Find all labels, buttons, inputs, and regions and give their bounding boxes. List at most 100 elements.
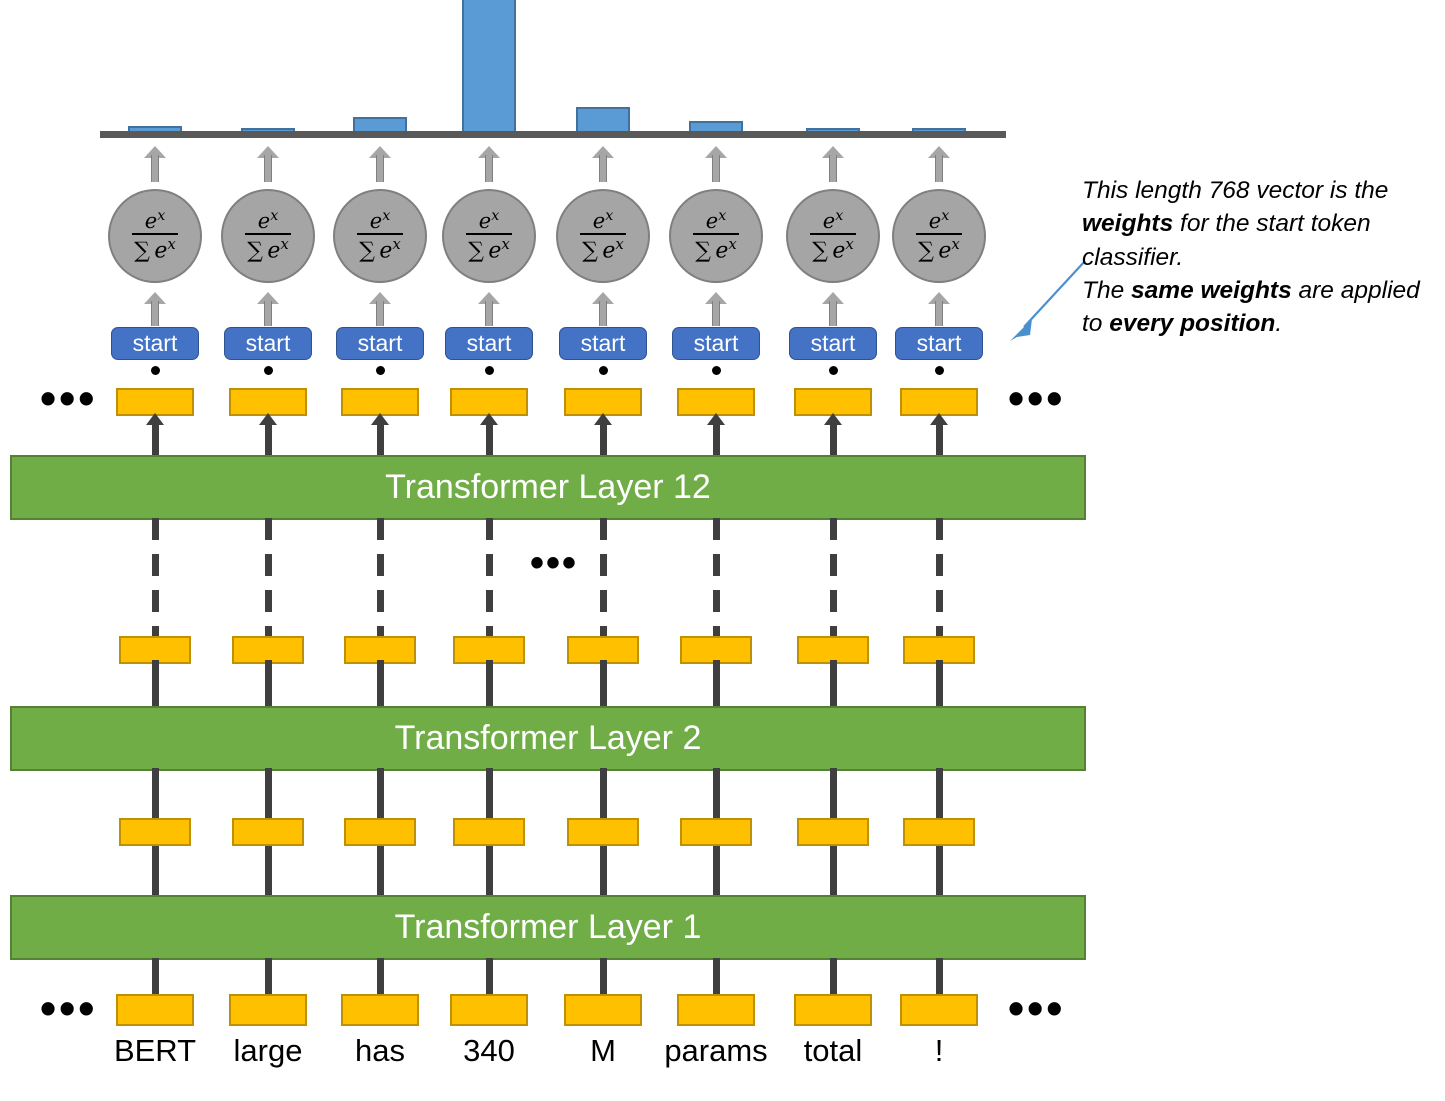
input-embedding-box-4	[450, 994, 528, 1026]
softmax-formula-1: ex∑ ex	[132, 209, 178, 262]
transformer-layer-2[interactable]: Transformer Layer 2	[10, 706, 1086, 771]
transformer-layer-2-label: Transformer Layer 2	[394, 719, 702, 757]
softmax-to-bar-arrow-5	[592, 146, 614, 182]
softmax-formula-2: ex∑ ex	[245, 209, 291, 262]
layer12-output-box-5	[564, 388, 642, 416]
softmax-to-bar-arrow-8	[928, 146, 950, 182]
softmax-to-bar-arrow-3	[369, 146, 391, 182]
softmax-to-bar-arrow-4	[478, 146, 500, 182]
layer12-output-box-8	[900, 388, 978, 416]
ellipsis-left-lower: •••	[40, 982, 98, 1034]
input-to-layer1-line-5	[599, 958, 607, 996]
annotation-line1-part3: for the start token classifier.	[1082, 210, 1371, 271]
ellipsis-right-lower: •••	[1008, 982, 1066, 1034]
softmax-node-5[interactable]: ex∑ ex	[556, 189, 650, 283]
layer1-to-box-line-2	[264, 844, 272, 897]
skipped-layer-dash-2	[264, 518, 272, 638]
softmax-denominator-5: ∑ ex	[580, 233, 626, 264]
input-to-layer1-line-7	[829, 958, 837, 996]
softmax-numerator-4: ex	[478, 208, 500, 234]
dot-product-operator-4	[484, 366, 494, 375]
layer12-output-arrow-1	[146, 413, 164, 457]
input-embedding-box-7	[794, 994, 872, 1026]
softmax-to-bar-arrow-2	[257, 146, 279, 182]
layer12-output-box-6	[677, 388, 755, 416]
token-label-M: M	[590, 1033, 616, 1068]
input-embedding-box-3	[341, 994, 419, 1026]
token-label-has: has	[355, 1033, 405, 1068]
start-to-softmax-arrow-7	[822, 292, 844, 326]
softmax-node-2[interactable]: ex∑ ex	[221, 189, 315, 283]
softmax-node-6[interactable]: ex∑ ex	[669, 189, 763, 283]
layer12-output-arrow-4	[480, 413, 498, 457]
layer1-output-box-4	[453, 818, 525, 846]
dot-product-operator-1	[150, 366, 160, 375]
input-embedding-box-6	[677, 994, 755, 1026]
layer1-output-box-5	[567, 818, 639, 846]
layer1-to-box-line-7	[829, 844, 837, 897]
layer2-to-box-line-7	[829, 662, 837, 708]
start-weight-box-6[interactable]: start	[672, 327, 760, 360]
skipped-layer-dash-7	[829, 518, 837, 638]
layer2-input-line-2	[264, 768, 272, 820]
softmax-node-7[interactable]: ex∑ ex	[786, 189, 880, 283]
softmax-numerator-5: ex	[592, 208, 614, 234]
layer2-input-line-6	[712, 768, 720, 820]
start-weight-box-label-1: start	[132, 330, 178, 356]
annotation-arrow	[1010, 260, 1086, 341]
softmax-formula-7: ex∑ ex	[810, 209, 856, 262]
layer1-to-box-line-8	[935, 844, 943, 897]
annotation-text: This length 768 vector is the weights fo…	[1082, 174, 1442, 341]
skipped-layer-dash-8	[935, 518, 943, 638]
start-to-softmax-arrow-4	[478, 292, 500, 326]
layer2-input-line-5	[599, 768, 607, 820]
annotation-line2-bold1: same weights	[1131, 276, 1292, 304]
transformer-layer-1[interactable]: Transformer Layer 1	[10, 895, 1086, 960]
layer2-input-line-8	[935, 768, 943, 820]
start-weight-box-label-4: start	[466, 330, 512, 356]
softmax-node-4[interactable]: ex∑ ex	[442, 189, 536, 283]
softmax-formula-8: ex∑ ex	[916, 209, 962, 262]
softmax-node-8[interactable]: ex∑ ex	[892, 189, 986, 283]
softmax-formula-6: ex∑ ex	[693, 209, 739, 262]
layer12-output-arrow-3	[371, 413, 389, 457]
token-label-340: 340	[463, 1033, 515, 1068]
start-weight-box-7[interactable]: start	[789, 327, 877, 360]
start-weight-box-2[interactable]: start	[224, 327, 312, 360]
layer2-output-box-1	[119, 636, 191, 664]
softmax-numerator-8: ex	[928, 208, 950, 234]
start-weight-box-label-5: start	[580, 330, 626, 356]
dot-product-operator-5	[598, 366, 608, 375]
transformer-layer-12[interactable]: Transformer Layer 12	[10, 455, 1086, 520]
softmax-formula-3: ex∑ ex	[357, 209, 403, 262]
ellipsis-left-upper: •••	[40, 372, 98, 424]
softmax-node-3[interactable]: ex∑ ex	[333, 189, 427, 283]
skipped-layer-dash-1	[151, 518, 159, 638]
softmax-to-bar-arrow-6	[705, 146, 727, 182]
start-to-softmax-arrow-2	[257, 292, 279, 326]
start-weight-box-8[interactable]: start	[895, 327, 983, 360]
softmax-node-1[interactable]: ex∑ ex	[108, 189, 202, 283]
bar-M	[576, 107, 630, 134]
start-to-softmax-arrow-6	[705, 292, 727, 326]
softmax-numerator-1: ex	[144, 208, 166, 234]
layer1-output-box-1	[119, 818, 191, 846]
layer2-input-line-7	[829, 768, 837, 820]
start-weight-box-4[interactable]: start	[445, 327, 533, 360]
softmax-denominator-8: ∑ ex	[916, 233, 962, 264]
start-to-softmax-arrow-3	[369, 292, 391, 326]
softmax-numerator-3: ex	[369, 208, 391, 234]
layer12-output-box-3	[341, 388, 419, 416]
input-to-layer1-line-8	[935, 958, 943, 996]
transformer-layer-1-label: Transformer Layer 1	[394, 908, 702, 946]
layer1-to-box-line-1	[151, 844, 159, 897]
start-weight-box-3[interactable]: start	[336, 327, 424, 360]
start-weight-box-5[interactable]: start	[559, 327, 647, 360]
layer2-to-box-line-4	[485, 662, 493, 708]
start-weight-box-1[interactable]: start	[111, 327, 199, 360]
annotation-line2-part3: are applied to	[1082, 276, 1420, 338]
layer1-output-box-3	[344, 818, 416, 846]
layer12-output-box-7	[794, 388, 872, 416]
dot-product-operator-3	[375, 366, 385, 375]
